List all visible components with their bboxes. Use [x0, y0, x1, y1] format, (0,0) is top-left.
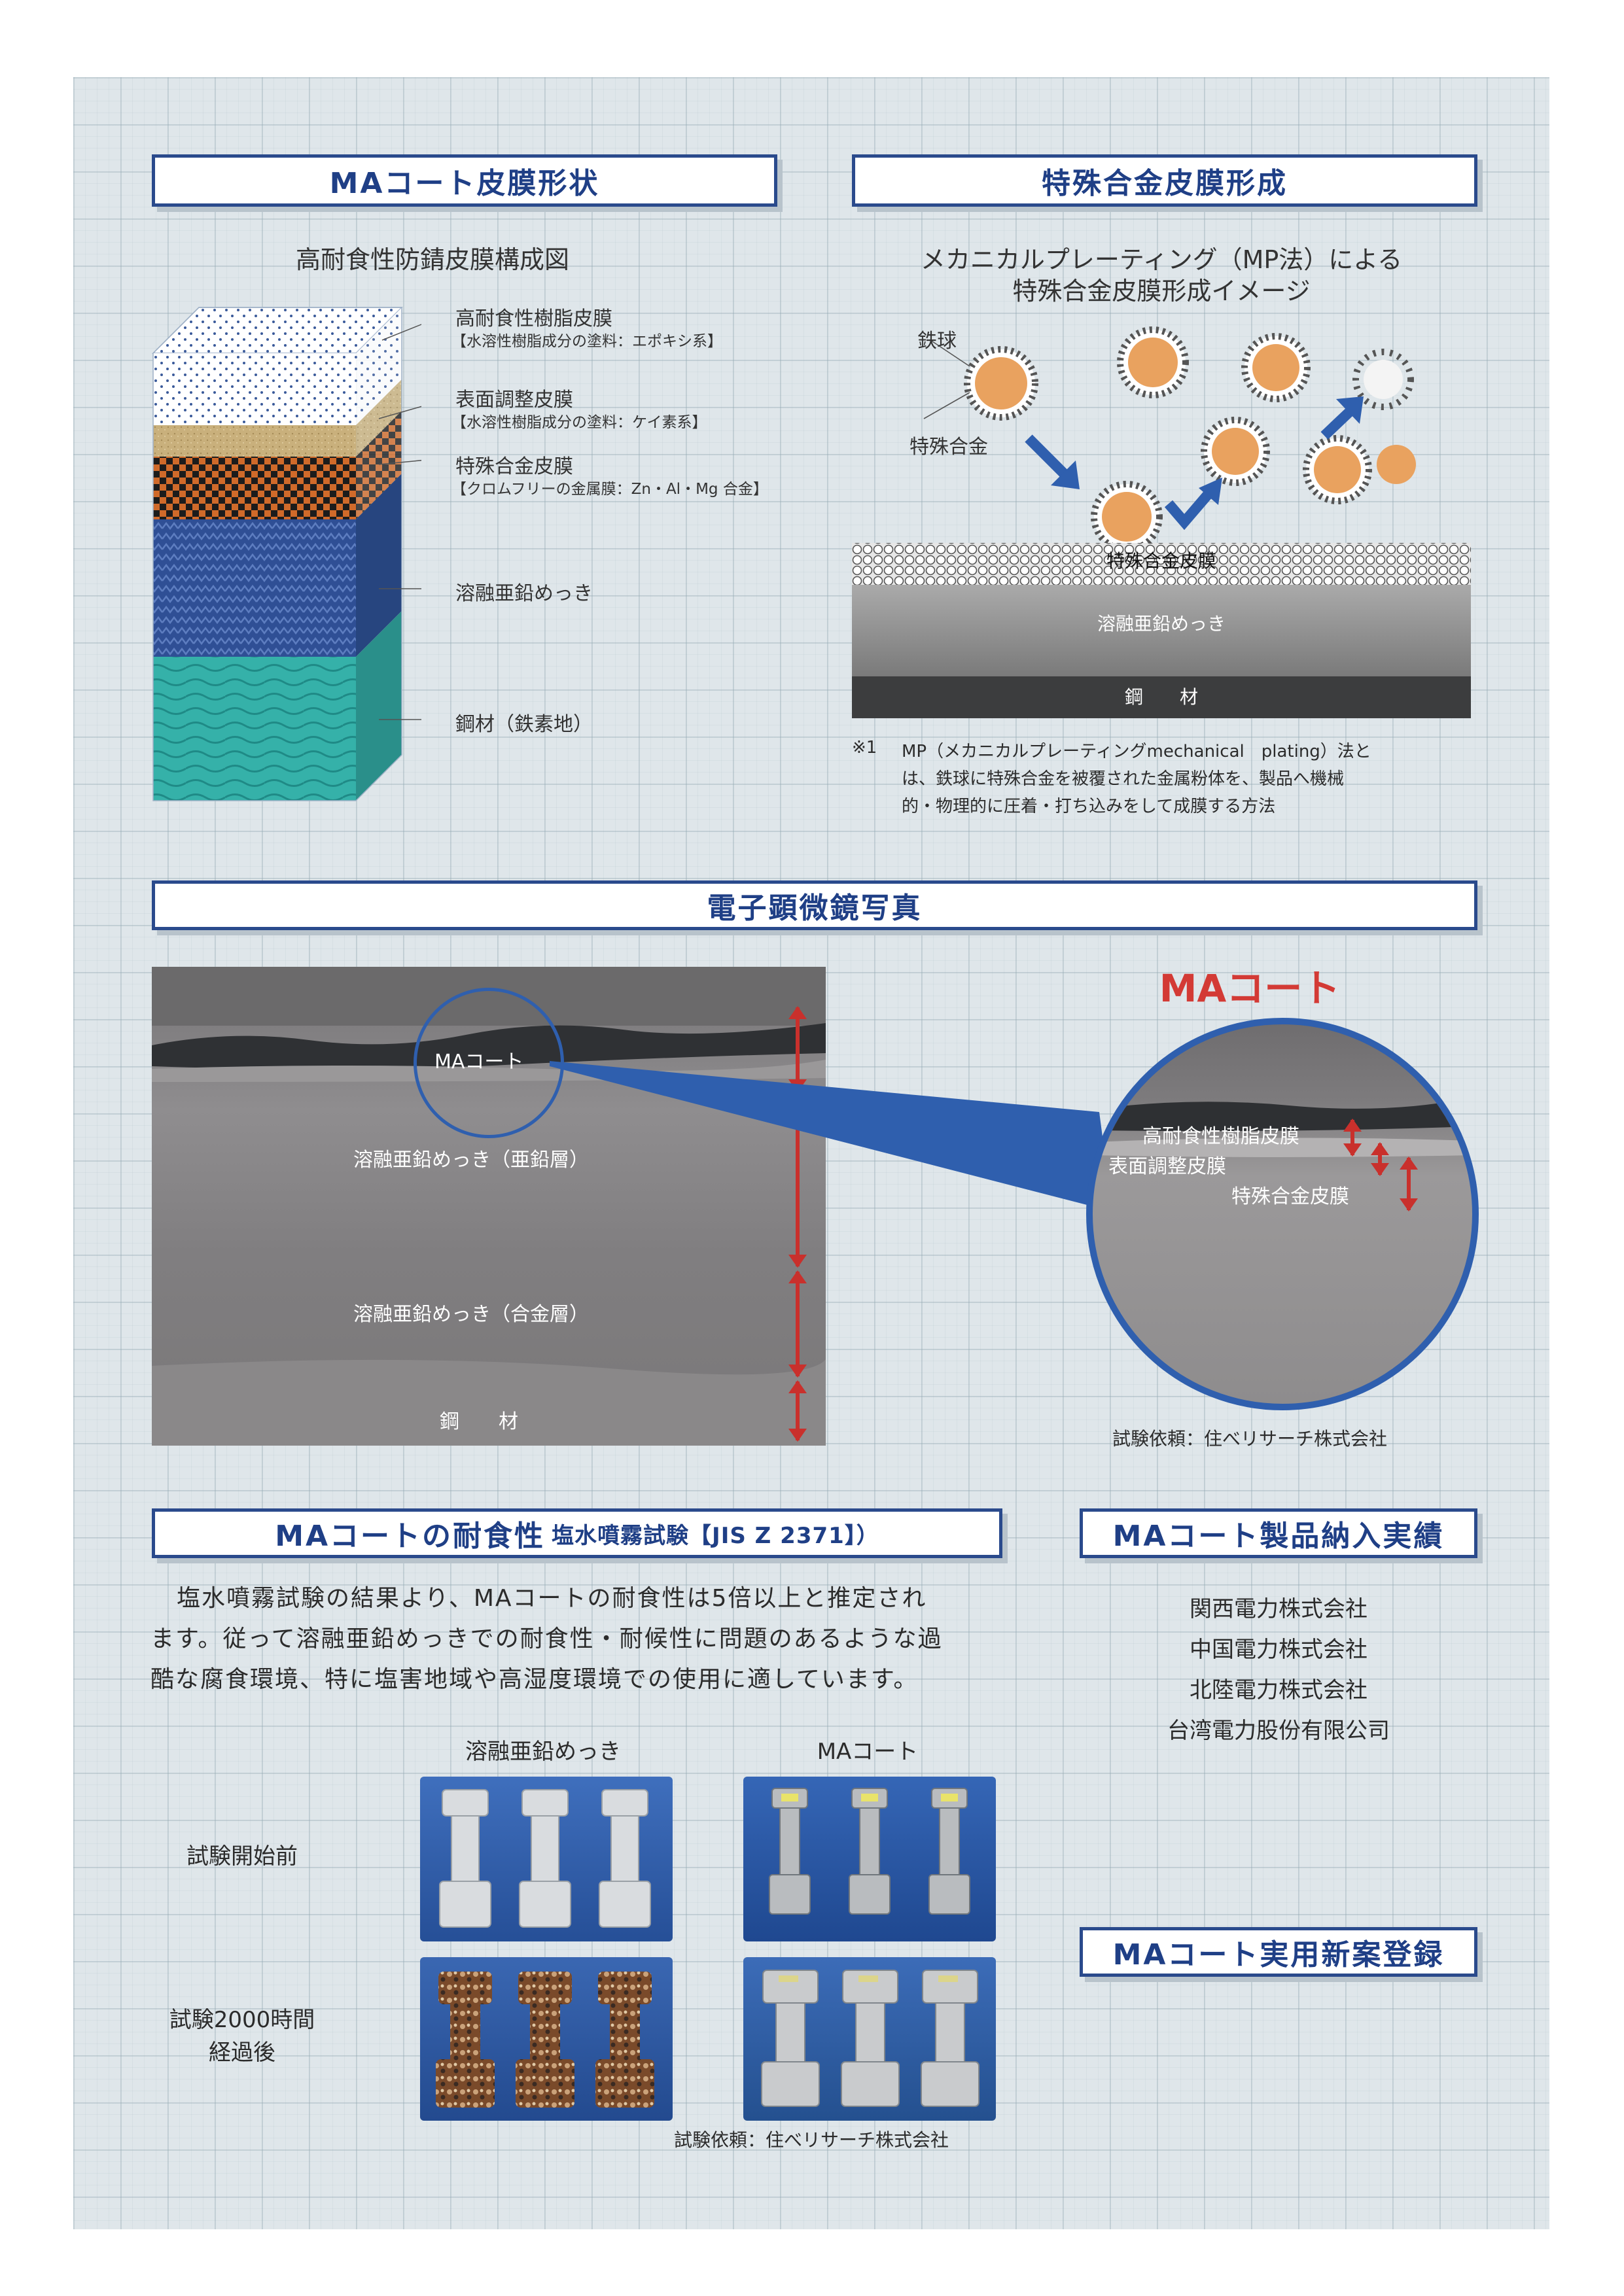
mp-note-line: MP（メカニカルプレーティングmechanical plating）法と	[902, 742, 1371, 761]
zoom-arrow-surface	[1371, 1142, 1389, 1176]
photo-zinc-before	[420, 1777, 673, 1941]
mp-note-line: 的・物理的に圧着・打ち込みをして成膜する方法	[902, 797, 1276, 816]
header-alloy: 特殊合金皮膜形成	[852, 154, 1477, 207]
mp-layer-alloy: 特殊合金皮膜	[1106, 550, 1216, 572]
red-arrow-alloy	[788, 1270, 807, 1378]
layer-block-illustration	[152, 307, 421, 801]
col-zinc-label: 溶融亜鉛めっき	[465, 1739, 621, 1765]
red-arrow-steel	[788, 1380, 807, 1442]
steel-ball-1	[964, 346, 1038, 421]
zoom-surface: 表面調整皮膜	[1108, 1155, 1226, 1178]
delivery-item: 関西電力株式会社	[1190, 1596, 1368, 1622]
corrosion-text-line: 塩水噴霧試験の結果より、MAコートの耐食性は5倍以上と推定され	[177, 1585, 927, 1612]
layer-resin-note: 【水溶性樹脂成分の塗料：エポキシ系】	[451, 333, 722, 350]
layer-zinc-label: 溶融亜鉛めっき	[455, 582, 593, 605]
row-before-label: 試験開始前	[186, 1843, 298, 1870]
corrosion-text-line: ます。従って溶融亜鉛めっきでの耐食性・耐候性に問題のあるような過	[150, 1626, 943, 1652]
delivery-item: 台湾電力股份有限公司	[1167, 1718, 1390, 1744]
micro-zinc-layer: 溶融亜鉛めっき（亜鉛層）	[353, 1149, 589, 1172]
header-ma-shape: MAコート皮膜形状	[152, 154, 777, 207]
micro-alloy-layer: 溶融亜鉛めっき（合金層）	[353, 1303, 589, 1326]
micro-ma-label: MAコート	[434, 1051, 524, 1073]
header-corrosion: MAコートの耐食性塩水噴霧試験【JIS Z 2371】）	[152, 1508, 1002, 1558]
delivery-item: 中国電力株式会社	[1190, 1637, 1368, 1663]
mp-layer-steel: 鋼 材	[1124, 686, 1198, 708]
mp-title-line2: 特殊合金皮膜形成イメージ	[1012, 277, 1311, 305]
col-ma-label: MAコート	[817, 1739, 919, 1765]
photo-ma-before	[743, 1777, 996, 1941]
photo-zinc-after	[420, 1957, 673, 2121]
layer-resin-label: 高耐食性樹脂皮膜	[455, 307, 612, 330]
micro-steel: 鋼 材	[440, 1410, 518, 1433]
layer-steel-label: 鋼材（鉄素地）	[455, 713, 593, 736]
corrosion-text-line: 酷な腐食環境、特に塩害地域や高湿度環境での使用に適しています。	[150, 1666, 919, 1693]
mp-title-line1: メカニカルプレーティング（MP法）による	[920, 245, 1403, 274]
zoom-circle	[1086, 1018, 1479, 1410]
row-after-label-2: 経過後	[209, 2040, 275, 2066]
zoom-arrow-alloy	[1400, 1157, 1418, 1211]
header-utility: MAコート実用新案登録	[1080, 1927, 1477, 1977]
row-after-label-1: 試験2000時間	[169, 2007, 315, 2033]
zoom-resin: 高耐食性樹脂皮膜	[1142, 1125, 1299, 1148]
micro-credit: 試験依頼：住べリサーチ株式会社	[1112, 1428, 1388, 1450]
layer-diagram-title: 高耐食性防錆皮膜構成図	[296, 245, 570, 274]
mp-illustration	[852, 326, 1471, 718]
layer-surface-label: 表面調整皮膜	[455, 389, 573, 411]
mp-note-mark: ※1	[852, 738, 877, 757]
delivery-item: 北陸電力株式会社	[1190, 1677, 1368, 1703]
mp-label-ball: 鉄球	[917, 330, 957, 353]
zoom-alloy: 特殊合金皮膜	[1231, 1185, 1349, 1208]
header-delivery: MAコート製品納入実績	[1080, 1508, 1477, 1558]
zoom-title: MAコート	[1159, 966, 1341, 1011]
mp-note-line: は、鉄球に特殊合金を被覆された金属粉体を、製品へ機械	[902, 769, 1345, 789]
header-microscope: 電子顕微鏡写真	[152, 880, 1477, 930]
layer-alloy-label: 特殊合金皮膜	[455, 455, 573, 478]
photo-ma-after	[743, 1957, 996, 2121]
layer-surface-note: 【水溶性樹脂成分の塗料：ケイ素系】	[451, 414, 707, 431]
layer-alloy-note: 【クロムフリーの金属膜：Zn・Al・Mg 合金】	[451, 481, 768, 498]
corrosion-credit: 試験依頼：住べリサーチ株式会社	[674, 2129, 949, 2151]
mp-label-alloy: 特殊合金	[909, 436, 988, 459]
mp-layer-zinc: 溶融亜鉛めっき	[1097, 613, 1226, 635]
zoom-arrow-resin	[1343, 1119, 1362, 1157]
zoom-connector	[550, 1061, 1112, 1211]
